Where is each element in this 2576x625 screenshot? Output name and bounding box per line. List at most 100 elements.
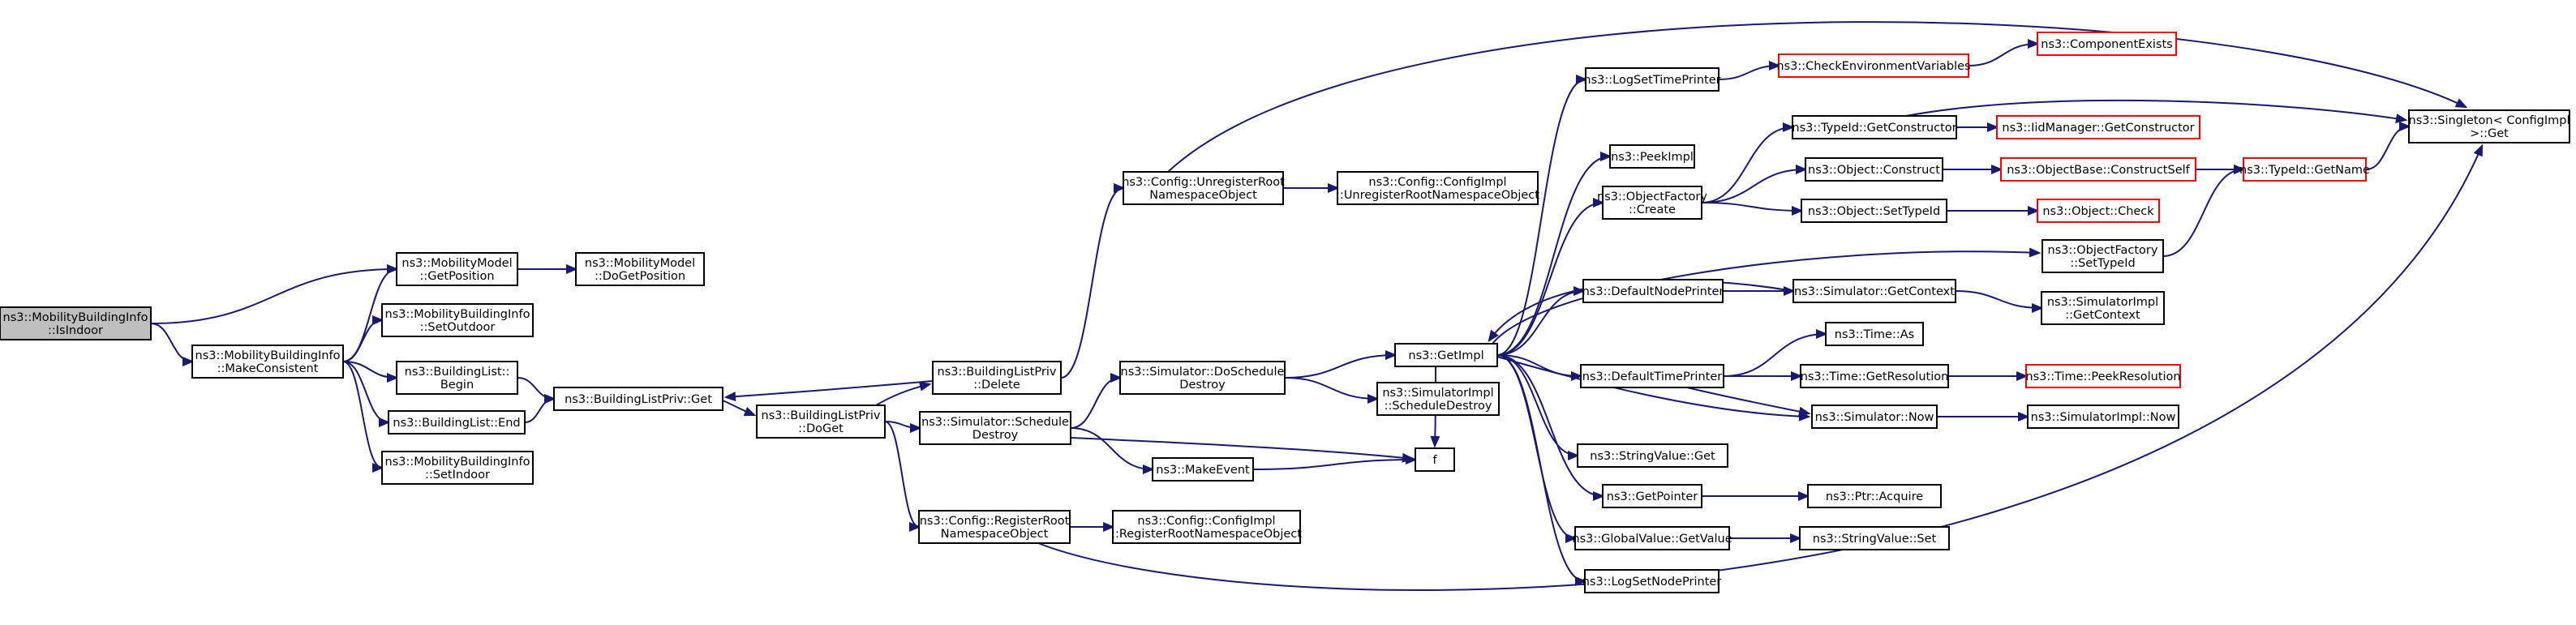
node-logSetNodePrinter[interactable]: ns3::LogSetNodePrinter xyxy=(1582,569,1722,593)
node-getPointer[interactable]: ns3::GetPointer xyxy=(1602,484,1702,508)
node-box xyxy=(1415,447,1455,472)
node-objBaseConstructSelf[interactable]: ns3::ObjectBase::ConstructSelf xyxy=(2000,157,2196,182)
edge-blpDoGet-to-simScheduleDestroy xyxy=(884,421,922,433)
node-checkEnvVars[interactable]: ns3::CheckEnvironmentVariables xyxy=(1776,54,1971,78)
arrowhead-icon xyxy=(2016,371,2029,381)
edge-getImpl-to-logSetTimePrinter xyxy=(1496,75,1588,356)
node-label: Destroy xyxy=(1179,379,1226,392)
arrowhead-icon xyxy=(1406,455,1418,464)
edge-line xyxy=(1496,356,1810,417)
node-cfgRegister[interactable]: ns3::Config::RegisterRootNamespaceObject xyxy=(918,510,1071,544)
node-label: ns3::TypeId::GetName xyxy=(2239,164,2370,177)
arrowhead-icon xyxy=(1790,533,1802,543)
node-label: ns3::ObjectFactory xyxy=(2048,244,2158,257)
node-simImplNow[interactable]: ns3::SimulatorImpl::Now xyxy=(2027,405,2179,429)
node-logSetTimePrinter[interactable]: ns3::LogSetTimePrinter xyxy=(1583,67,1721,92)
node-setOutdoor[interactable]: ns3::MobilityBuildingInfo::SetOutdoor xyxy=(381,303,534,337)
edge-getImpl-to-objFactoryCreate xyxy=(1496,198,1605,356)
edge-line xyxy=(1955,290,2042,309)
node-box xyxy=(1585,67,1719,92)
node-cfgUnregister[interactable]: ns3::Config::UnregisterRootNamespaceObje… xyxy=(1122,171,1285,205)
node-objectCheck[interactable]: ns3::Object::Check xyxy=(2037,199,2160,223)
node-peekImpl[interactable]: ns3::PeekImpl xyxy=(1609,144,1695,169)
node-label: ns3::GlobalValue::GetValue xyxy=(1572,533,1732,546)
node-label: ns3::StringValue::Get xyxy=(1590,450,1715,463)
node-iidGetConstructor[interactable]: ns3::IidManager::GetConstructor xyxy=(1996,115,2200,139)
edge-blpGet-to-blpDoGet xyxy=(722,400,757,417)
node-stringValueGet[interactable]: ns3::StringValue::Get xyxy=(1577,443,1728,468)
edge-getImpl-to-globalValueGetValue xyxy=(1496,354,1578,543)
node-isIndoor[interactable]: ns3::MobilityBuildingInfo::IsIndoor xyxy=(0,306,152,340)
node-objectSetTypeId[interactable]: ns3::Object::SetTypeId xyxy=(1801,199,1947,223)
arrowhead-icon xyxy=(1784,286,1796,296)
arrowhead-icon xyxy=(1430,435,1440,448)
node-getImpl[interactable]: ns3::GetImpl xyxy=(1394,343,1498,367)
node-cfgImplUnregister[interactable]: ns3::Config::ConfigImpl::UnregisterRootN… xyxy=(1336,171,1539,205)
node-simGetContext[interactable]: ns3::Simulator::GetContext xyxy=(1792,279,1956,303)
edge-simDoScheduleDestroy-to-simImplScheduleDestroy xyxy=(1284,377,1380,404)
arrowhead-icon xyxy=(909,522,921,532)
edge-line xyxy=(1070,427,1153,470)
edge-blpDoGet-to-cfgRegister xyxy=(884,421,921,532)
node-timePeekResolution[interactable]: ns3::Time::PeekResolution xyxy=(2025,364,2181,388)
node-label: ns3::SimulatorImpl xyxy=(1382,387,1493,400)
node-typeIdGetConstructor[interactable]: ns3::TypeId::GetConstructor xyxy=(1792,115,1957,139)
node-timeGetResolution[interactable]: ns3::Time::GetResolution xyxy=(1800,364,1949,388)
arrowhead-icon xyxy=(1488,329,1499,343)
node-simImplScheduleDestroy[interactable]: ns3::SimulatorImpl::ScheduleDestroy xyxy=(1376,382,1500,416)
node-label: ::SetOutdoor xyxy=(420,321,496,334)
node-label: ns3::MobilityModel xyxy=(585,257,695,270)
node-doGetPosition[interactable]: ns3::MobilityModel::DoGetPosition xyxy=(575,252,705,286)
edge-simNow-to-simImplNow xyxy=(1936,412,2030,422)
node-getPosition[interactable]: ns3::MobilityModel::GetPosition xyxy=(396,252,518,286)
node-blBegin[interactable]: ns3::BuildingList::Begin xyxy=(396,361,518,395)
node-f[interactable]: f xyxy=(1415,447,1455,472)
node-cfgImplRegister[interactable]: ns3::Config::ConfigImpl::RegisterRootNam… xyxy=(1111,510,1302,544)
node-timeAs[interactable]: ns3::Time::As xyxy=(1825,322,1924,346)
edge-line xyxy=(1496,156,1611,356)
node-typeIdGetName[interactable]: ns3::TypeId::GetName xyxy=(2239,157,2370,182)
node-box xyxy=(1112,510,1301,544)
node-simImplGetContext[interactable]: ns3::SimulatorImpl::GetContext xyxy=(2041,291,2165,325)
node-blpDoGet[interactable]: ns3::BuildingListPriv::DoGet xyxy=(756,405,886,439)
edge-getImpl-to-logSetNodePrinter xyxy=(1496,354,1587,586)
node-label: ns3::Time::GetResolution xyxy=(1801,370,1949,383)
edge-line xyxy=(150,268,397,324)
node-box xyxy=(918,510,1071,544)
node-blEnd[interactable]: ns3::BuildingList::End xyxy=(388,410,526,435)
edge-getPointer-to-ptrAcquire xyxy=(1702,491,1810,501)
node-stringValueSet[interactable]: ns3::StringValue::Set xyxy=(1799,526,1950,550)
node-objFactoryCreate[interactable]: ns3::ObjectFactory::Create xyxy=(1597,186,1707,220)
node-componentExists[interactable]: ns3::ComponentExists xyxy=(2037,32,2177,56)
node-setIndoor[interactable]: ns3::MobilityBuildingInfo::SetIndoor xyxy=(381,451,534,485)
node-blpGet[interactable]: ns3::BuildingListPriv::Get xyxy=(553,387,723,411)
node-simScheduleDestroy[interactable]: ns3::Simulator::ScheduleDestroy xyxy=(919,411,1071,445)
edge-simDoScheduleDestroy-to-getImpl xyxy=(1284,350,1397,379)
node-box xyxy=(1584,569,1719,593)
node-defaultNodePrinter[interactable]: ns3::DefaultNodePrinter xyxy=(1582,279,1724,303)
node-label: ns3::ObjectBase::ConstructSelf xyxy=(2007,164,2190,177)
node-label: ns3::GetPointer xyxy=(1607,490,1698,503)
edge-makeConsistent-to-setIndoor xyxy=(342,361,384,473)
node-simNow[interactable]: ns3::Simulator::Now xyxy=(1811,405,1938,429)
node-objectConstruct[interactable]: ns3::Object::Construct xyxy=(1805,157,1943,182)
edge-line xyxy=(2365,126,2410,170)
node-makeConsistent[interactable]: ns3::MobilityBuildingInfo::MakeConsisten… xyxy=(191,345,344,379)
node-makeEvent[interactable]: ns3::MakeEvent xyxy=(1152,457,1254,482)
node-globalValueGetValue[interactable]: ns3::GlobalValue::GetValue xyxy=(1572,526,1732,550)
arrowhead-icon xyxy=(1568,451,1580,460)
edge-logSetTimePrinter-to-checkEnvVars xyxy=(1718,61,1781,80)
node-singletonGet[interactable]: ns3::Singleton< ConfigImpl >::Get xyxy=(2408,109,2570,143)
node-label: ns3::GetImpl xyxy=(1408,349,1483,362)
arrowhead-icon xyxy=(1143,464,1155,474)
node-box xyxy=(2243,157,2367,182)
node-ptrAcquire[interactable]: ns3::Ptr::Acquire xyxy=(1807,484,1942,508)
edge-getPosition-to-doGetPosition xyxy=(517,264,578,274)
node-defaultTimePrinter[interactable]: ns3::DefaultTimePrinter xyxy=(1580,364,1724,388)
edge-getImpl-to-objFactorySetTypeId xyxy=(1492,247,2041,345)
arrowhead-icon xyxy=(2399,122,2411,131)
node-label: ns3::Config::ConfigImpl xyxy=(1137,515,1275,528)
node-blpDelete[interactable]: ns3::BuildingListPriv::Delete xyxy=(932,361,1062,395)
node-objFactorySetTypeId[interactable]: ns3::ObjectFactory::SetTypeId xyxy=(2041,239,2164,273)
